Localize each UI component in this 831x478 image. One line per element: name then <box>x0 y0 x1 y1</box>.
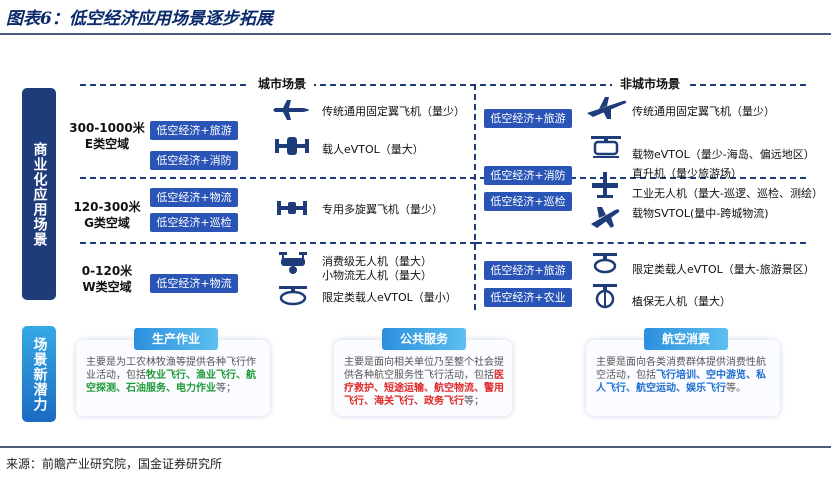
zone-divider-eg <box>80 177 806 179</box>
commercial-scenario-label: 商业化应用场景 <box>22 88 56 300</box>
fixed-wing-plane-icon <box>272 97 312 123</box>
nonurban-item-crop-drone: 植保无人机（量大） <box>632 295 731 308</box>
card-consumption: 航空消费 主要是面向各类消费群体提供消费性航空活动，包括飞行培训、空中游览、私人… <box>586 328 780 416</box>
tag-nonurban-agriculture: 低空经济+农业 <box>484 288 572 307</box>
header-divider <box>80 84 806 86</box>
card-public-body: 主要是面向相关单位乃至整个社会提供各种航空服务性飞行活动，包括医疗救护、短途运输… <box>344 357 504 407</box>
urban-item-multirotor: 专用多旋翼飞机（量少） <box>322 203 443 216</box>
tag-nonurban-tourism: 低空经济+旅游 <box>484 109 572 128</box>
nonurban-item-industrial-drone: 工业无人机（量大-巡逻、巡检、测绘） <box>632 187 823 200</box>
nonurban-item-fixed-wing: 传统通用固定翼飞机（量少） <box>632 105 775 118</box>
source-note: 来源：前瞻产业研究院，国金证券研究所 <box>6 457 223 471</box>
passenger-evtol-icon <box>276 283 310 307</box>
tag-nonurban-w-tourism: 低空经济+旅游 <box>484 261 572 280</box>
zone-divider-gw-left <box>80 242 476 244</box>
potential-scenario-label: 场景新潜力 <box>22 326 56 422</box>
header-nonurban: 非城市场景 <box>612 75 689 92</box>
card-consumption-title: 航空消费 <box>644 328 728 350</box>
multirotor-icon <box>272 196 312 220</box>
tag-urban-inspection: 低空经济+巡检 <box>150 213 238 232</box>
card-production-title: 生产作业 <box>134 328 218 350</box>
urban-item-limited-evtol: 限定类载人eVTOL（量小） <box>322 291 457 304</box>
header-urban: 城市场景 <box>250 75 315 92</box>
card-consumption-body: 主要是面向各类消费群体提供消费性航空活动，包括飞行培训、空中游览、私人飞行、航空… <box>596 357 766 394</box>
nonurban-item-helicopter: 直升机（量少旅游场） <box>632 167 742 180</box>
tag-nonurban-firefighting: 低空经济+消防 <box>484 166 572 185</box>
card-public-service: 公共服务 主要是面向相关单位乃至整个社会提供各种航空服务性飞行活动，包括医疗救护… <box>334 328 512 416</box>
card-production-body: 主要是为工农林牧渔等提供各种飞行作业活动，包括牧业飞行、渔业飞行、航空探测、石油… <box>86 357 256 394</box>
bottom-divider <box>0 446 831 448</box>
airliner-icon <box>584 94 628 122</box>
helicopter-icon <box>588 170 622 200</box>
crop-drone-icon <box>590 281 620 311</box>
card-production: 生产作业 主要是为工农林牧渔等提供各种飞行作业活动，包括牧业飞行、渔业飞行、航空… <box>76 328 270 416</box>
card-public-title: 公共服务 <box>382 328 466 350</box>
urban-item-evtol: 载人eVTOL（量大） <box>322 143 424 156</box>
nonurban-item-cargo-svtol: 载物SVTOL(量中-跨城物流) <box>632 207 769 220</box>
tag-urban-w-logistics: 低空经济+物流 <box>150 274 238 293</box>
industrial-drone-icon <box>586 203 622 231</box>
urban-item-fixed-wing: 传统通用固定翼飞机（量少） <box>322 105 465 118</box>
passenger-evtol-nonurban-icon <box>590 250 620 276</box>
tag-urban-firefighting: 低空经济+消防 <box>150 151 238 170</box>
cargo-evtol-icon <box>588 133 624 161</box>
consumer-drone-icon <box>276 249 310 277</box>
tag-urban-tourism: 低空经济+旅游 <box>150 121 238 140</box>
nonurban-item-limited-evtol: 限定类载人eVTOL（量大-旅游景区） <box>632 263 815 276</box>
evtol-icon <box>272 132 312 160</box>
urban-item-logistics-drone: 小物流无人机（量大） <box>322 269 432 282</box>
tag-nonurban-inspection: 低空经济+巡检 <box>484 192 572 211</box>
figure-title: 图表6：低空经济应用场景逐步拓展 <box>6 9 273 29</box>
nonurban-item-cargo-evtol: 载物eVTOL（量少-海岛、偏远地区） <box>632 148 815 161</box>
top-divider <box>0 33 831 35</box>
urban-item-consumer-drone: 消费级无人机（量大） <box>322 255 432 268</box>
urban-nonurban-divider <box>474 84 476 310</box>
zone-divider-gw-right <box>476 242 806 244</box>
tag-urban-logistics: 低空经济+物流 <box>150 188 238 207</box>
